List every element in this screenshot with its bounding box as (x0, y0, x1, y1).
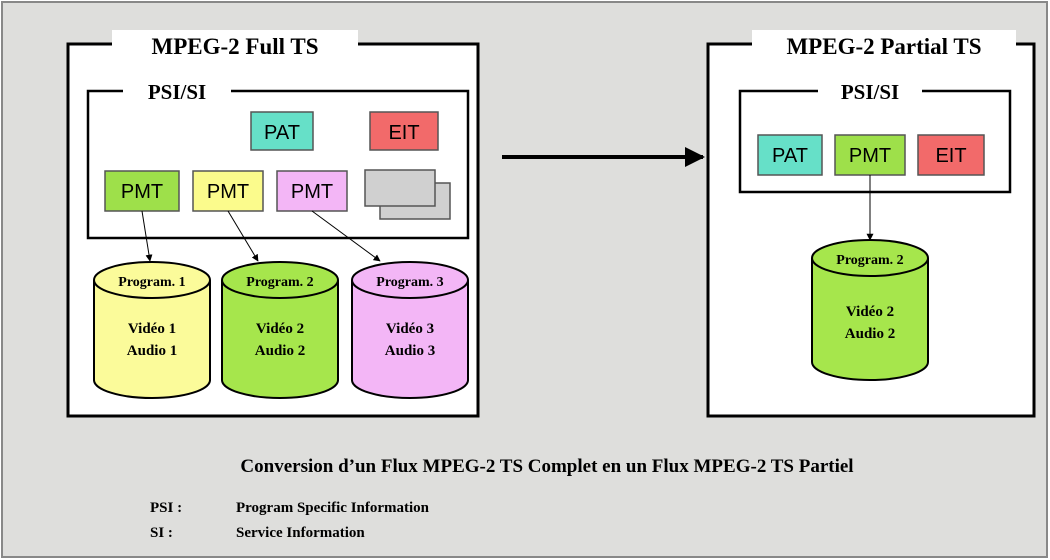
program-1-name: Program. 1 (118, 275, 185, 290)
program-3-name: Program. 3 (376, 275, 443, 290)
partial-eit-table: EIT (917, 134, 985, 176)
legend-psi-abbr: PSI : (150, 500, 182, 516)
full-pmt-1-table: PMT (104, 170, 180, 212)
full-pmt-2-label: PMT (207, 181, 249, 203)
full-psi-label-mask (123, 78, 231, 104)
full-eit-label: EIT (388, 122, 419, 144)
full-ts-title: MPEG-2 Full TS (152, 34, 319, 59)
partial-ts-title: MPEG-2 Partial TS (786, 34, 981, 59)
full-pmt-2-table: PMT (192, 170, 264, 212)
legend-si-abbr: SI : (150, 525, 173, 541)
pmt-1-to-program-1-arrow (141, 210, 153, 262)
full-ts-title-mask (112, 30, 358, 60)
program-1-audio: Audio 1 (127, 343, 177, 359)
pmt-3-to-program-3-arrow (311, 210, 381, 262)
other-tables-stack-icon (364, 169, 451, 220)
partial-pat-label: PAT (772, 145, 808, 167)
program-3-video: Vidéo 3 (386, 321, 434, 337)
partial-psi-label-mask (818, 78, 922, 104)
full-pmt-1-label: PMT (121, 181, 163, 203)
legend-si-definition: Service Information (236, 525, 365, 541)
partial-pat-table: PAT (757, 134, 823, 176)
full-pat-label: PAT (264, 122, 300, 144)
full-psi-label: PSI/SI (148, 80, 206, 104)
partial-program-video: Vidéo 2 (846, 304, 894, 320)
partial-program-audio: Audio 2 (845, 326, 895, 342)
partial-program-name: Program. 2 (836, 253, 903, 268)
program-2-name: Program. 2 (246, 275, 313, 290)
partial-pmt-label: PMT (849, 145, 891, 167)
diagram-caption: Conversion d’un Flux MPEG-2 TS Complet e… (240, 456, 853, 477)
full-pmt-3-table: PMT (276, 170, 348, 212)
program-1-cylinder: Program. 1 Vidéo 1 Audio 1 (93, 261, 211, 399)
partial-pmt-table: PMT (834, 134, 906, 176)
partial-ts-title-mask (752, 30, 1016, 60)
full-eit-table: EIT (369, 111, 439, 151)
legend-psi-definition: Program Specific Information (236, 500, 430, 516)
partial-psi-label: PSI/SI (841, 80, 899, 104)
program-3-audio: Audio 3 (385, 343, 435, 359)
partial-program-cylinder: Program. 2 Vidéo 2 Audio 2 (811, 239, 929, 381)
program-2-cylinder: Program. 2 Vidéo 2 Audio 2 (221, 261, 339, 399)
program-2-audio: Audio 2 (255, 343, 305, 359)
program-1-video: Vidéo 1 (128, 321, 176, 337)
program-2-video: Vidéo 2 (256, 321, 304, 337)
full-pmt-3-label: PMT (291, 181, 333, 203)
program-3-cylinder: Program. 3 Vidéo 3 Audio 3 (351, 261, 469, 399)
partial-eit-label: EIT (935, 145, 966, 167)
pmt-2-to-program-2-arrow (227, 210, 259, 262)
full-pat-table: PAT (250, 111, 314, 151)
